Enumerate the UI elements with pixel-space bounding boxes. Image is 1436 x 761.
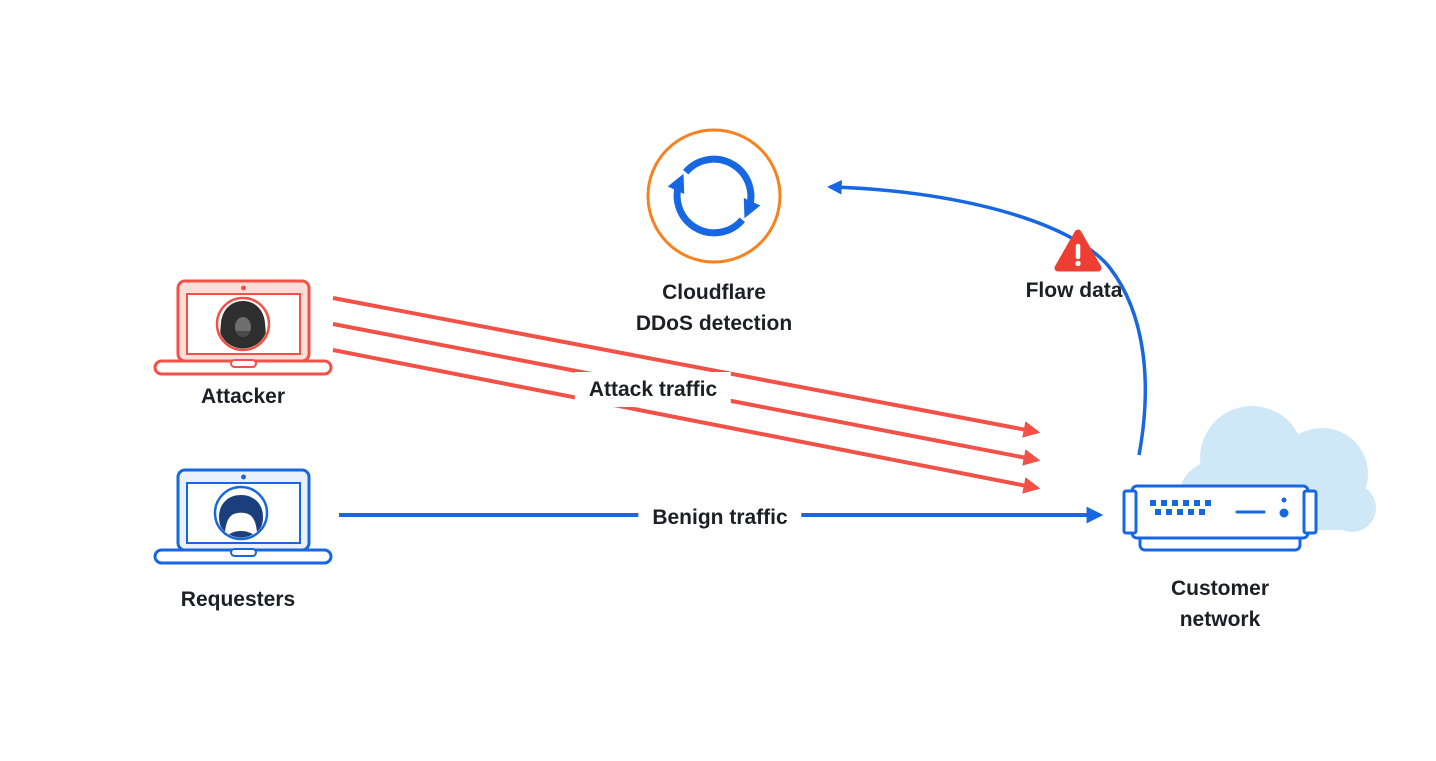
flow-data-arrow: [827, 179, 1148, 456]
cloudflare-label: Cloudflare DDoS detection: [584, 277, 844, 339]
attacker-avatar-icon: [215, 296, 271, 352]
server-small-dot: [1281, 497, 1287, 503]
requesters-label: Requesters: [180, 588, 296, 611]
attack-arrow-1: [332, 296, 1041, 438]
server-right-cap: [1302, 489, 1318, 535]
camera-dot: [241, 285, 246, 291]
benign-traffic-label: Benign traffic: [638, 500, 802, 535]
cloudflare-label-line2: DDoS detection: [635, 312, 793, 335]
server-big-dot: [1279, 508, 1289, 518]
attack-arrow-3: [332, 348, 1041, 494]
attacker-laptop-icon: [153, 279, 333, 376]
server-led-dots: [1150, 500, 1211, 515]
warning-icon: [1054, 229, 1102, 272]
sync-icon: [667, 155, 761, 237]
detection-circle: [646, 128, 782, 264]
customer-network-label: Customer network: [1140, 573, 1300, 635]
attack-traffic-label: Attack traffic: [574, 372, 732, 407]
cloudflare-label-line1: Cloudflare: [662, 281, 766, 304]
requesters-laptop-icon: [153, 468, 333, 565]
customer-network-label-line2: network: [1179, 608, 1261, 631]
attacker-label: Attacker: [200, 385, 286, 408]
flow-data-label: Flow data: [1025, 279, 1123, 302]
cloudflare-detection-node: [646, 128, 782, 264]
customer-network-label-line1: Customer: [1170, 577, 1270, 600]
server-icon: [1122, 484, 1318, 552]
camera-dot: [241, 474, 246, 480]
requester-avatar-icon: [213, 485, 269, 541]
server-left-cap: [1122, 489, 1138, 535]
